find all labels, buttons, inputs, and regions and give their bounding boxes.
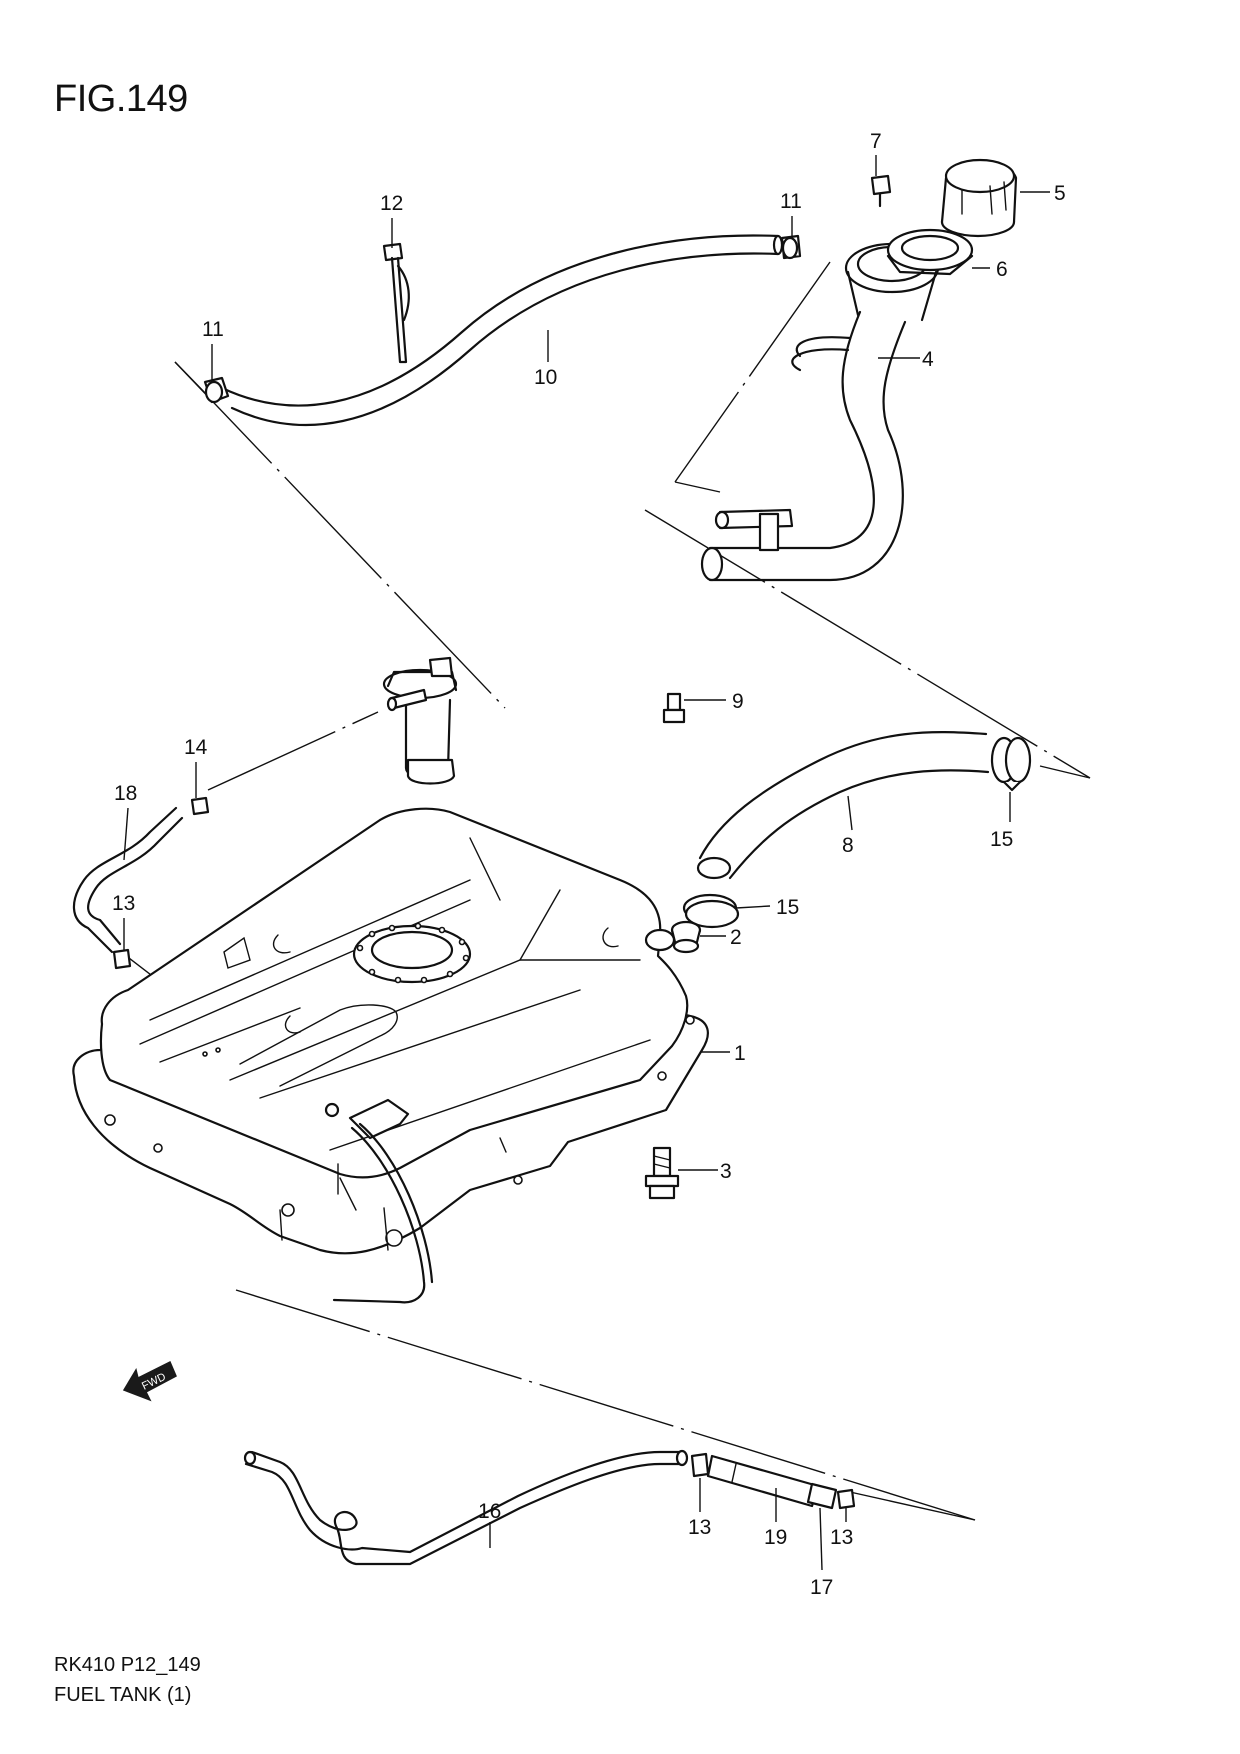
figure-title: FIG.149 [54,78,188,120]
callout-4: 4 [922,348,934,371]
callout-5: 5 [1054,182,1066,205]
callout-15-lower: 15 [776,896,799,919]
fwd-direction-arrow: FWD [122,1360,177,1402]
callout-8: 8 [842,834,854,857]
tank-pipe-bracket [324,1098,434,1304]
part-2-valve [670,920,702,954]
part-4-filler-neck [700,242,940,582]
callout-12: 12 [380,192,403,215]
part-11-clip-right [780,234,802,260]
part-1-fuel-tank [72,807,709,1255]
callout-15-upper: 15 [990,828,1013,851]
part-5-fuel-cap [940,158,1018,238]
fuel-pump-unit [382,656,458,785]
callout-2: 2 [730,926,742,949]
part-9-bolt [662,692,686,724]
callout-numbers: 5 7 6 4 12 11 11 10 9 14 18 8 15 15 2 13… [112,130,1066,1599]
part-3-bolt [644,1146,680,1200]
part-8-filler-hose [696,731,990,880]
part-13-clip-right [836,1488,856,1510]
part-6-filler-ring [886,228,974,276]
callout-13-right: 13 [830,1526,853,1549]
callout-13-upper: 13 [112,892,135,915]
part-13-clip-mid [690,1452,710,1478]
part-18-hose [72,806,184,954]
part-13-clip-upper [112,948,132,970]
pump-ring-bolts [356,922,470,984]
callout-13-mid: 13 [688,1516,711,1539]
part-14-clip [190,796,210,816]
footer-title: FUEL TANK (1) [54,1684,192,1706]
callout-19: 19 [764,1526,787,1549]
callout-10: 10 [534,366,557,389]
callout-7: 7 [870,130,882,153]
part-12-cable-tie [382,242,410,364]
callout-18: 18 [114,782,137,805]
part-10-hose [220,234,784,427]
callout-17: 17 [810,1576,833,1599]
callout-11-right: 11 [780,190,802,213]
callout-9: 9 [732,690,744,713]
part-19-hose [706,1454,820,1508]
callout-6: 6 [996,258,1008,281]
part-15-clamp-upper [990,736,1032,792]
part-11-clip-left [203,376,230,404]
callout-1: 1 [734,1042,746,1065]
part-16-fuel-pipe [243,1449,689,1566]
footer-code: RK410 P12_149 [54,1654,201,1676]
leader-lines [123,155,1050,1571]
callout-14: 14 [184,736,208,759]
callout-11-left: 11 [202,318,224,341]
callout-16: 16 [478,1500,501,1523]
part-17-fitting [806,1482,838,1510]
part-7-screw [870,174,892,208]
callout-3: 3 [720,1160,732,1183]
